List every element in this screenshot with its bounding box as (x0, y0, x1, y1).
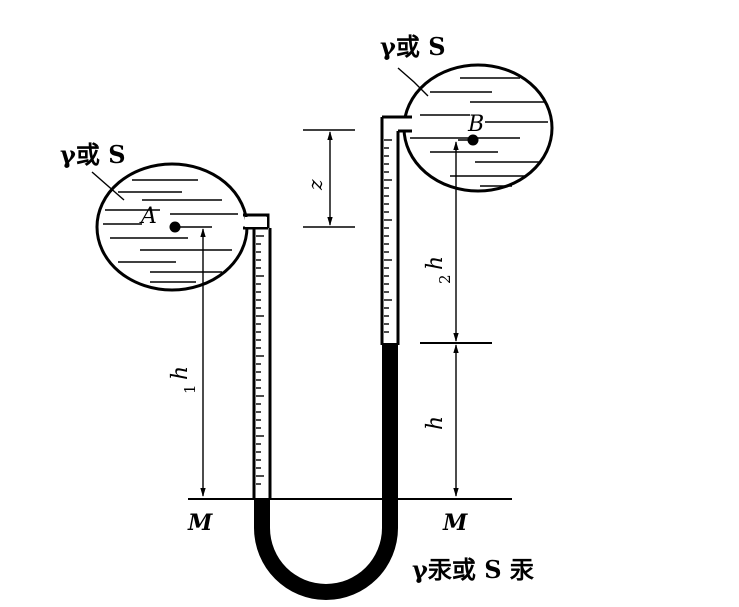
h1-label-sub: 1 (181, 384, 199, 394)
vessel-b-fluid-hatch (410, 77, 548, 187)
mercury-label: γ汞或 S 汞 (412, 555, 535, 584)
h2-label-main: h (423, 256, 448, 270)
h-label: h (423, 416, 448, 430)
mercury-column (254, 343, 398, 600)
vessel-a-fluid-hatch (103, 179, 238, 283)
h2-label: h 2 (423, 256, 454, 284)
h2-h-dimension (420, 139, 492, 497)
fluid-label-right: γ或 S (380, 32, 446, 61)
h1-dimension (175, 226, 212, 497)
vessel-b (383, 63, 554, 193)
h2-label-sub: 2 (436, 274, 454, 284)
h1-label: h 1 (168, 366, 199, 394)
datum-label-left: M (187, 510, 213, 536)
scale-ticks-left (256, 235, 264, 485)
point-b-label: B (467, 112, 484, 137)
point-a-label: A (139, 204, 157, 229)
z-dimension (303, 129, 355, 228)
leader-line-right (397, 67, 429, 97)
h1-label-main: h (168, 366, 193, 380)
u-tube (252, 115, 412, 600)
scale-ticks-right (384, 139, 392, 333)
datum-label-right: M (442, 510, 468, 536)
fluid-label-left: γ或 S (60, 140, 126, 169)
leader-line-left (91, 171, 125, 201)
z-label: z (303, 179, 327, 191)
